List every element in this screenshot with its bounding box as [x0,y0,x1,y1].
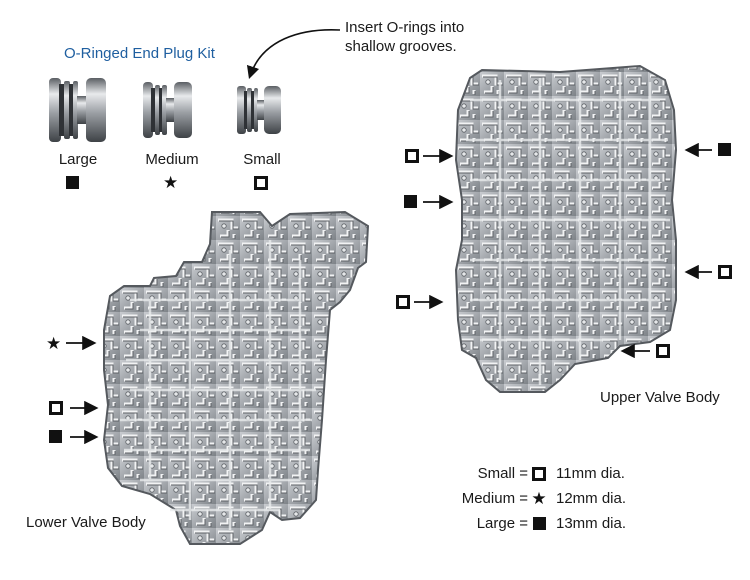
medium-plug-image [143,82,192,138]
legend-star-icon: ★ [531,488,547,508]
curved-arrow-icon [246,29,341,80]
upper-valve-body-label: Upper Valve Body [600,389,720,406]
kit-title: O-Ringed End Plug Kit [64,45,215,62]
upper-marker-hollow-square-icon-3 [718,265,732,279]
upper-marker-filled-square-icon-2 [718,143,731,156]
plug-label-small: Small [243,151,281,168]
note-line-2: shallow grooves. [345,38,457,55]
note-line-1: Insert O-rings into [345,19,465,36]
upper-marker-hollow-square-icon-2 [396,295,410,309]
small-plug-image [237,86,281,134]
lower-valve-body-image [102,210,370,545]
plug-label-large: Large [58,151,98,168]
medium-star-icon: ★ [163,173,179,192]
legend-size-small: Small = [477,465,528,482]
lower-marker-hollow-square-icon [49,401,63,415]
large-plug-image [49,78,106,142]
legend: Small = 11mm dia. Medium = ★ 12mm dia. L… [456,461,626,536]
upper-marker-hollow-square-icon-4 [656,344,670,358]
lower-marker-star-icon: ★ [46,334,62,353]
legend-row-small: Small = 11mm dia. [456,461,626,486]
legend-dia-small: 11mm dia. [556,465,625,482]
legend-size-large: Large = [476,515,528,532]
upper-valve-body-image [454,64,678,393]
legend-row-large: Large = 13mm dia. [456,511,626,536]
instruction-note: Insert O-rings into shallow grooves. [345,18,464,56]
upper-marker-hollow-square-icon-1 [405,149,419,163]
large-filled-square-icon [66,176,79,189]
upper-marker-filled-square-icon-1 [404,195,417,208]
legend-dia-medium: 12mm dia. [556,490,627,507]
legend-dia-large: 13mm dia. [556,515,627,532]
small-hollow-square-icon [254,176,268,190]
lower-marker-filled-square-icon [49,430,62,443]
legend-size-medium: Medium = [461,490,528,507]
legend-filled-square-icon [532,517,546,530]
plug-label-medium: Medium [145,151,199,168]
legend-hollow-square-icon [532,466,546,481]
legend-row-medium: Medium = ★ 12mm dia. [456,486,626,511]
lower-valve-body-label: Lower Valve Body [26,514,146,531]
